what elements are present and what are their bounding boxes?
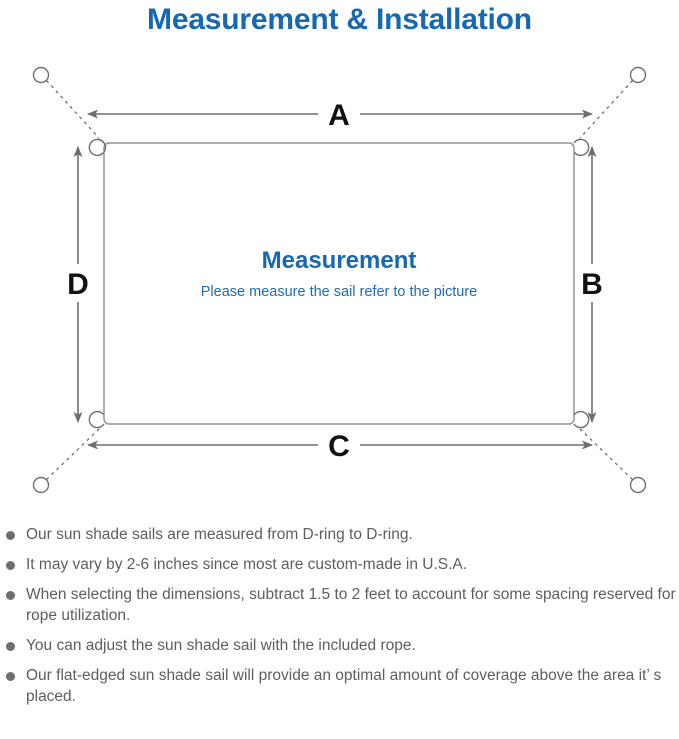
- notes-list: Our sun shade sails are measured from D-…: [0, 524, 679, 716]
- sail-rectangle: [103, 142, 575, 425]
- page-title: Measurement & Installation: [147, 3, 532, 36]
- dimension-label-a: A: [328, 99, 350, 132]
- bullet-icon: [6, 642, 15, 651]
- anchor-point-top-left: [32, 66, 50, 84]
- dimension-label-d: D: [67, 268, 89, 301]
- d-ring-bottom-right: [573, 410, 590, 429]
- dimension-arrow-a: A: [87, 99, 593, 132]
- bullet-icon: [6, 591, 15, 600]
- note-text: Our sun shade sails are measured from D-…: [26, 526, 413, 543]
- dimension-arrow-b: B: [581, 146, 603, 423]
- list-item: Our sun shade sails are measured from D-…: [0, 524, 679, 545]
- note-text: When selecting the dimensions, subtract …: [26, 586, 676, 624]
- bullet-icon: [6, 531, 15, 540]
- d-ring-top-left: [88, 138, 107, 157]
- d-ring-bottom-left: [88, 410, 105, 429]
- anchor-point-bottom-right: [629, 476, 647, 494]
- rope-lines: [46, 80, 633, 480]
- note-text: Our flat-edged sun shade sail will provi…: [26, 667, 662, 705]
- sail-diagram: A C D B Measurement Please me: [0, 52, 679, 517]
- anchor-point-top-right: [629, 66, 647, 84]
- dimension-arrow-c: C: [87, 430, 593, 463]
- note-text: It may vary by 2-6 inches since most are…: [26, 556, 468, 573]
- list-item: Our flat-edged sun shade sail will provi…: [0, 665, 679, 707]
- dimension-label-c: C: [328, 430, 350, 463]
- bullet-icon: [6, 672, 15, 681]
- list-item: You can adjust the sun shade sail with t…: [0, 635, 679, 656]
- dimension-label-b: B: [581, 268, 603, 301]
- list-item: When selecting the dimensions, subtract …: [0, 584, 679, 626]
- bullet-icon: [6, 561, 15, 570]
- center-subheading: Please measure the sail refer to the pic…: [201, 284, 477, 300]
- list-item: It may vary by 2-6 inches since most are…: [0, 554, 679, 575]
- dimension-arrow-d: D: [67, 146, 89, 423]
- d-ring-top-right: [573, 138, 590, 157]
- note-text: You can adjust the sun shade sail with t…: [26, 637, 416, 654]
- anchor-point-bottom-left: [32, 476, 50, 494]
- center-heading: Measurement: [262, 247, 417, 274]
